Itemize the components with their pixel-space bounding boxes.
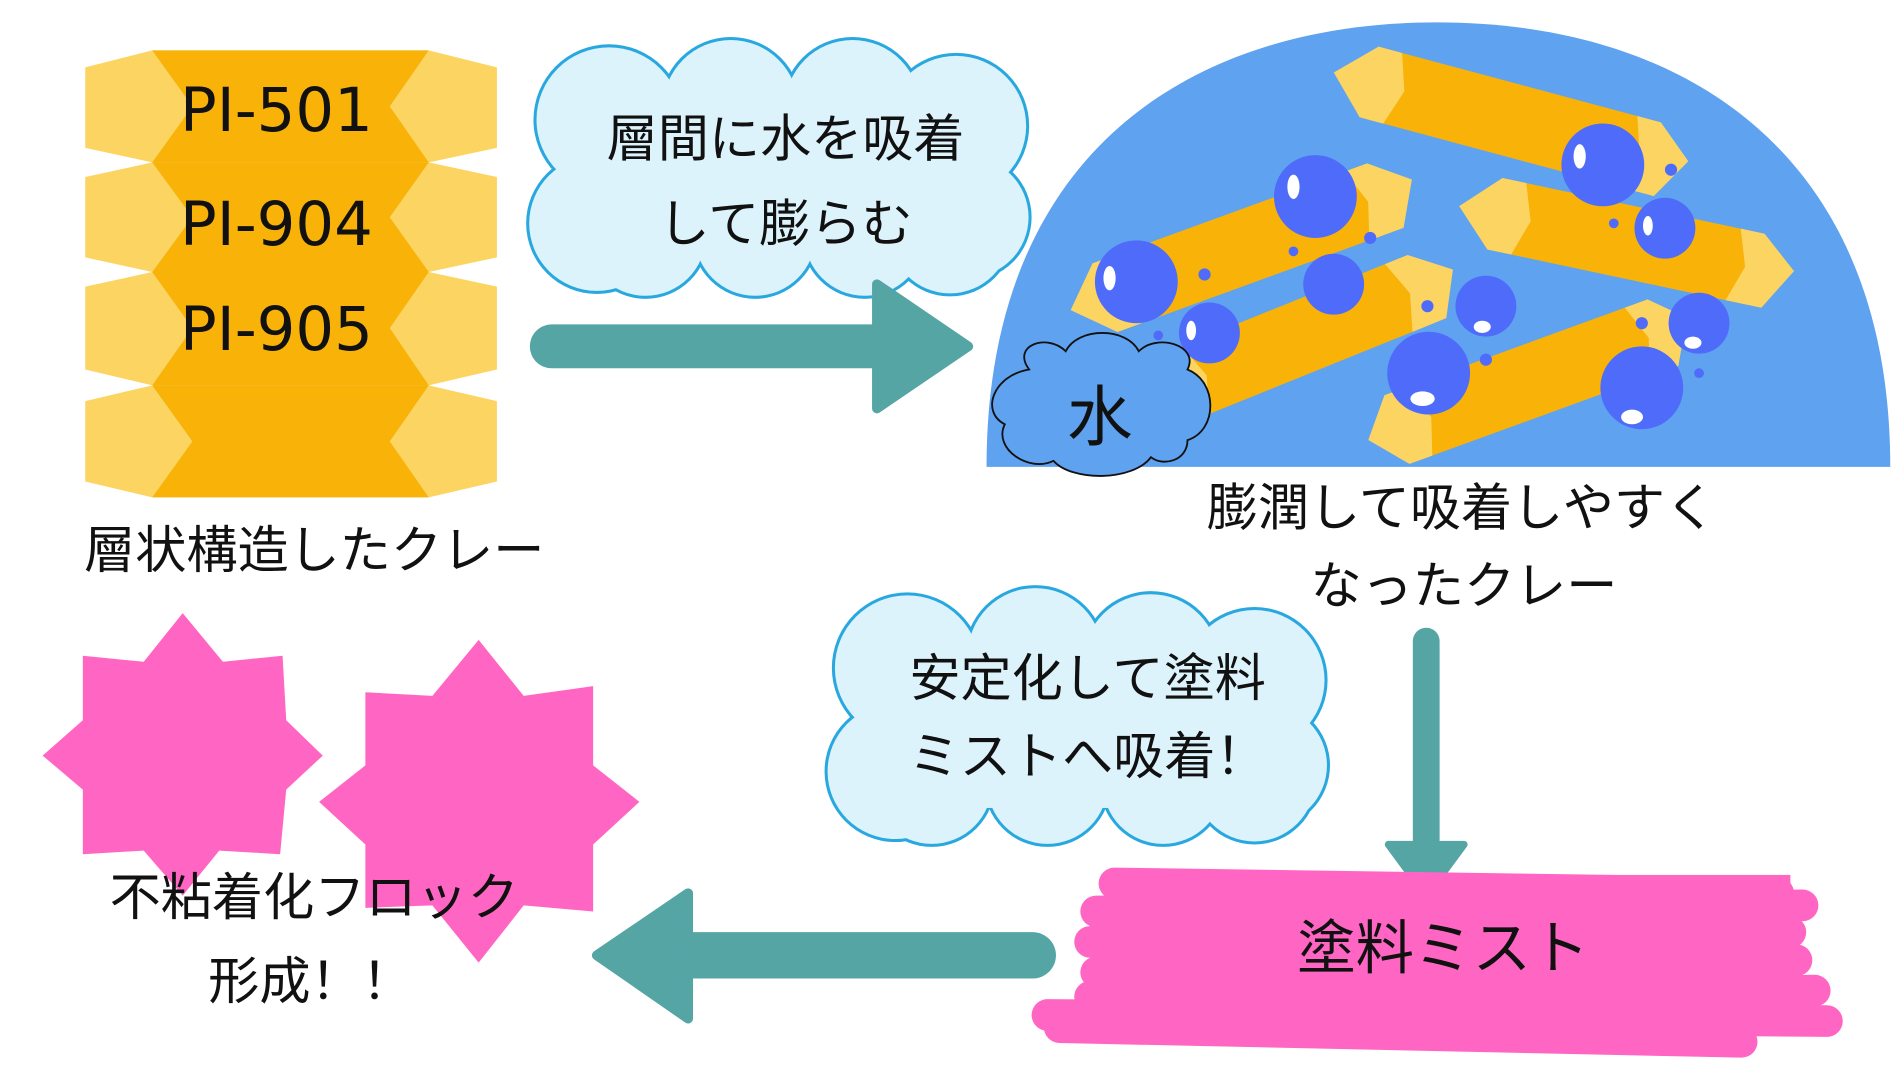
floc-line1: 不粘着化フロック	[110, 869, 519, 928]
swollen-caption-line2: なったクレー	[1311, 557, 1618, 616]
clay-layer	[85, 272, 497, 386]
cloud-top-line2: して膨らむ	[658, 196, 912, 255]
cloud-bottom-line1: 安定化して塗料	[909, 650, 1265, 709]
floc-stars	[42, 613, 640, 963]
speech-cloud-top: 層間に水を吸着 して膨らむ	[526, 36, 1032, 299]
water-thought-cloud: 水	[991, 332, 1212, 477]
swollen-caption-line1: 膨潤して吸着しやすく	[1207, 479, 1716, 538]
swollen-clay-dome: 水	[986, 22, 1891, 477]
floc-star	[42, 613, 323, 896]
water-label: 水	[1067, 379, 1133, 456]
clay-layer	[85, 385, 497, 498]
arrow-down	[1384, 627, 1468, 900]
clay-layer	[85, 50, 497, 163]
layer-label: PI-501	[180, 75, 373, 146]
arrow-left	[591, 888, 1056, 1024]
cloud-bottom-line2: ミストへ吸着！	[909, 728, 1267, 787]
clay-caption: 層状構造したクレー	[84, 522, 544, 581]
floc-line2: 形成！！	[208, 953, 413, 1012]
cloud-top-line1: 層間に水を吸着	[607, 110, 965, 169]
paint-mist	[1031, 867, 1843, 1058]
clay-stack: PI-501 PI-904 PI-905	[85, 50, 497, 498]
clay-layer	[85, 162, 497, 273]
clay-rod	[1459, 178, 1795, 308]
speech-cloud-bottom: 安定化して塗料 ミストへ吸着！	[824, 585, 1330, 847]
layer-label: PI-904	[180, 189, 373, 260]
layer-label: PI-905	[180, 294, 373, 365]
floc-star	[319, 639, 640, 963]
paint-mist-label: 塗料ミスト	[1297, 915, 1589, 983]
arrow-right	[529, 279, 974, 414]
